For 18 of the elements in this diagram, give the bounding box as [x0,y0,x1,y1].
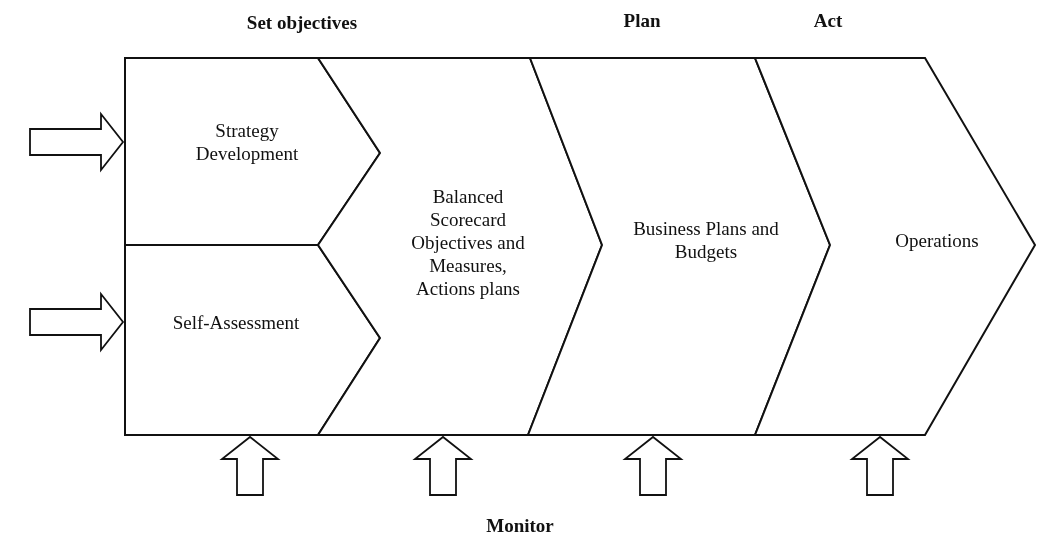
step-text: Operations [894,228,980,252]
phase-heading: Set objectives [246,12,358,34]
block-arrow [412,435,474,496]
block-arrow [29,111,125,173]
phase-label: Monitor [486,515,554,537]
step-text: Business Plans and Budgets [632,217,780,263]
phase-heading: Plan [623,10,661,32]
process-step-shape [528,58,830,435]
phase-heading: Act [813,10,843,32]
process-step-shape [125,58,380,245]
block-arrow [219,435,281,496]
step-text: Strategy Development [194,119,300,165]
process-step-shape [125,245,380,435]
block-arrow [849,435,911,496]
block-arrow [29,291,125,353]
step-text: Self-Assessment [171,310,301,334]
block-arrow [622,435,684,496]
step-text: Balanced Scorecard Objectives and Measures, Actions plans [410,184,526,300]
